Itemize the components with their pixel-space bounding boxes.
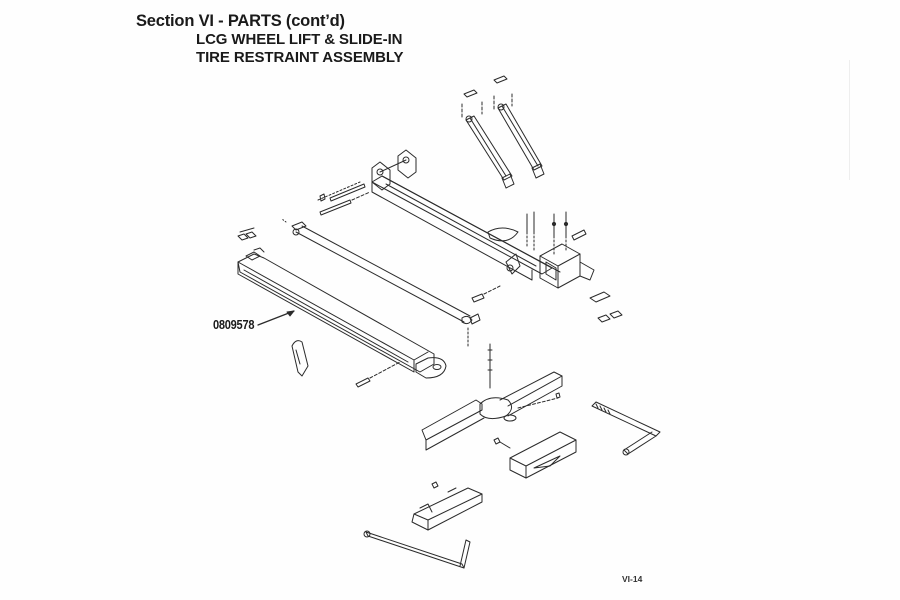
part-number-callout: 0809578: [213, 317, 255, 332]
main-boom: [372, 150, 594, 302]
page-number: VI-14: [622, 574, 643, 584]
pivot-shaft: [282, 219, 480, 346]
tire-restraint-scoop-left: [412, 482, 482, 530]
scan-edge-line: [849, 60, 850, 180]
assembly-title-line-1: LCG WHEEL LIFT & SLIDE-IN: [196, 31, 403, 48]
l-pin-left: [364, 531, 470, 568]
l-pin-right: [592, 402, 660, 455]
part-callout-leader: [258, 311, 294, 325]
wear-pads: [238, 228, 622, 322]
crossbar-tube: [238, 248, 446, 378]
section-title: Section VI - PARTS (cont’d): [136, 12, 345, 30]
pivot-pins-hardware: [318, 182, 370, 215]
tire-restraint-scoop-right: [494, 432, 576, 478]
chain-bracket: [292, 341, 400, 387]
title-block: Section VI - PARTS (cont’d) LCG WHEEL LI…: [136, 12, 404, 67]
lift-arms-pair: [462, 76, 544, 188]
assembly-title-line-2: TIRE RESTRAINT ASSEMBLY: [196, 49, 404, 66]
crossbar-tee-pivot: [422, 344, 562, 450]
